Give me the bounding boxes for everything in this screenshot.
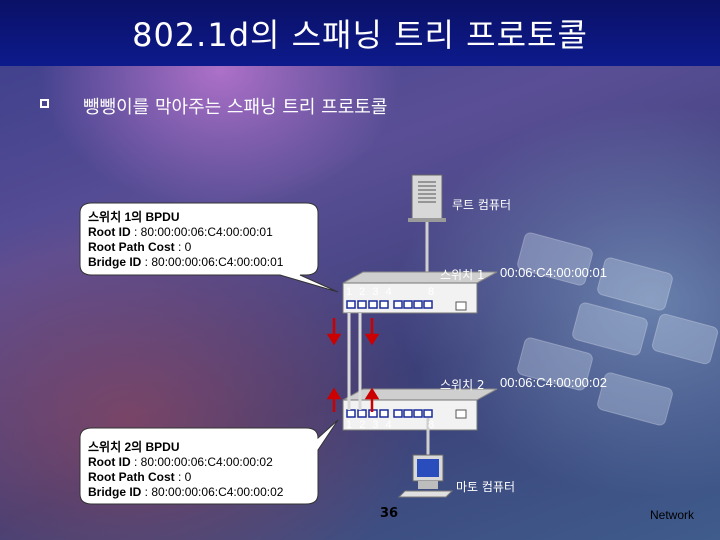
bpdu-1-path-cost-label: Root Path Cost bbox=[88, 240, 175, 254]
bpdu-1-text: 스위치 1의 BPDU Root ID : 80:00:00:06:C4:00:… bbox=[88, 210, 283, 270]
bpdu-1-path-cost-value: : 0 bbox=[175, 240, 192, 254]
bpdu-1-heading: 스위치 1의 BPDU bbox=[88, 210, 180, 224]
switch-2-ports-right: 8 bbox=[428, 419, 436, 431]
switch-2-ports-left: 1 2 3 4 bbox=[346, 419, 394, 431]
bpdu-2-path-cost-value: : 0 bbox=[175, 470, 192, 484]
bpdu-2-heading: 스위치 2의 BPDU bbox=[88, 440, 180, 454]
bpdu-2-root-id-value: : 80:00:00:06:C4:00:00:02 bbox=[131, 455, 273, 469]
bpdu-1-bridge-id-value: : 80:00:00:06:C4:00:00:01 bbox=[141, 255, 283, 269]
bpdu-2-root-id-label: Root ID bbox=[88, 455, 131, 469]
bpdu-2-bridge-id-value: : 80:00:00:06:C4:00:00:02 bbox=[141, 485, 283, 499]
bpdu-1-bridge-id-label: Bridge ID bbox=[88, 255, 141, 269]
host-computer-label: 마토 컴퓨터 bbox=[456, 478, 515, 495]
switch-2-name: 스위치 2 bbox=[440, 376, 485, 393]
switch-2-mac: 00:06:C4:00:00:02 bbox=[500, 375, 607, 390]
root-computer-label: 루트 컴퓨터 bbox=[452, 196, 511, 213]
bpdu-2-bridge-id-label: Bridge ID bbox=[88, 485, 141, 499]
bpdu-1-root-id-label: Root ID bbox=[88, 225, 131, 239]
host-computer-icon bbox=[399, 455, 452, 497]
bpdu-2-path-cost-label: Root Path Cost bbox=[88, 470, 175, 484]
bpdu-2-text: 스위치 2의 BPDU Root ID : 80:00:00:06:C4:00:… bbox=[88, 440, 283, 500]
root-server-icon bbox=[408, 175, 446, 222]
switch-1-name: 스위치 1 bbox=[440, 266, 485, 283]
switch-1-ports-left: 1 2 3 4 bbox=[346, 286, 394, 298]
switch-1-mac: 00:06:C4:00:00:01 bbox=[500, 265, 607, 280]
footer-label: Network bbox=[650, 508, 694, 522]
switch-1-ports-right: 8 bbox=[428, 286, 436, 298]
bpdu-1-root-id-value: : 80:00:00:06:C4:00:00:01 bbox=[131, 225, 273, 239]
page-number: 36 bbox=[380, 506, 398, 521]
